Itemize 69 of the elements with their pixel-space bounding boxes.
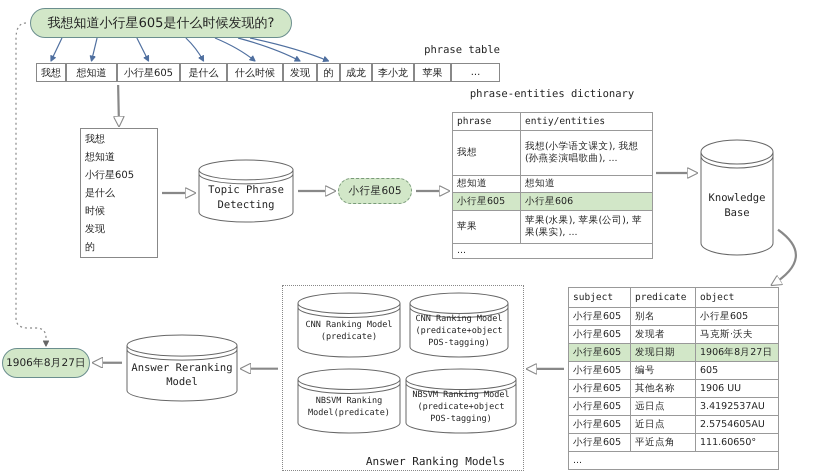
phrase-cell: 苹果 — [414, 63, 451, 82]
question-bubble: 我想知道小行星605是什么时候发现的? — [30, 8, 292, 38]
phrase-text: 想知道 — [85, 150, 116, 165]
arrow — [238, 37, 301, 62]
database-cylinder — [198, 160, 294, 222]
phrase-text: 我想 — [85, 132, 106, 147]
table-cell: phrase — [452, 112, 521, 131]
table-heading: phrase-entities dictionary — [468, 88, 636, 100]
arrow — [162, 186, 197, 200]
database-cylinder — [297, 369, 401, 433]
phrase-cell: 小行星605 — [117, 63, 180, 82]
phrase-text: 的 — [85, 241, 96, 255]
table-cell: 小行星605 — [568, 343, 631, 362]
arrow — [136, 38, 150, 62]
database-cylinder — [126, 335, 238, 401]
phrase-cell: 发现 — [283, 63, 317, 82]
phrase-cell: 什么时候 — [227, 63, 283, 82]
arrow — [91, 356, 122, 369]
cylinder-label: NBSVM Ranking Model (predicate+object POS-tagging) — [411, 393, 511, 423]
cylinder-label: CNN Ranking Model (predicate) — [304, 319, 394, 344]
table-cell: 小行星606 — [520, 192, 653, 211]
arrow — [239, 362, 278, 375]
database-cylinder — [405, 369, 517, 433]
database-cylinder — [409, 293, 509, 357]
cylinder-label: Topic Phrase Detecting — [207, 184, 285, 212]
cylinder-label: Knowledge Base — [708, 190, 766, 220]
arrow — [90, 38, 98, 62]
arrow — [298, 184, 337, 198]
database-cylinder — [700, 140, 774, 255]
arrow — [656, 166, 699, 180]
phrase-text: 小行星605 — [85, 168, 136, 183]
phrase-table — [36, 44, 500, 82]
dotted-arrow — [15, 22, 50, 347]
arrow — [185, 38, 204, 62]
table-cell: ... — [452, 243, 653, 259]
answer-pill: 1906年8月27日 — [2, 348, 90, 378]
table-cell: entiy/entities — [520, 112, 653, 131]
arrow — [770, 228, 797, 286]
table-cell: 小行星605 — [452, 192, 521, 211]
table-cell: ... — [568, 451, 779, 470]
phrase-cell: 成龙 — [340, 63, 372, 82]
table-cell: 1906年8月27日 — [695, 343, 779, 362]
phrase-cell: 我想 — [36, 63, 66, 82]
arrow — [112, 84, 125, 128]
arrow — [214, 37, 256, 62]
phrase-text: 发现 — [85, 223, 106, 237]
phrase-list-box — [80, 128, 158, 258]
cylinder-label: NBSVM Ranking Model(predicate) — [307, 395, 391, 420]
arrow — [250, 37, 330, 62]
table-cell: 发现日期 — [630, 343, 696, 362]
arrow — [525, 362, 564, 375]
phrase-text: 时候 — [85, 204, 106, 219]
phrase-cell: 想知道 — [66, 63, 117, 82]
phrase-cell: 的 — [317, 63, 340, 82]
phrase-text: 是什么 — [85, 187, 116, 201]
group-heading: Answer Ranking Models — [366, 455, 505, 468]
topic-phrase-pill: 小行星605 — [338, 178, 412, 204]
cylinder-label: CNN Ranking Model (predicate+object POS-tagging) — [414, 317, 504, 347]
model-group-box — [282, 285, 524, 471]
table-heading: phrase table — [424, 44, 500, 56]
phrase-cell: 是什么 — [180, 63, 227, 82]
arrow — [416, 184, 451, 198]
database-cylinder — [297, 293, 401, 357]
phrase-cell: 李小龙 — [372, 63, 414, 82]
arrow — [50, 38, 62, 62]
cylinder-label: Answer Reranking Model — [130, 360, 234, 390]
phrase-cell: ... — [451, 63, 500, 82]
triple-table — [568, 287, 778, 469]
dictionary-table — [452, 88, 652, 258]
